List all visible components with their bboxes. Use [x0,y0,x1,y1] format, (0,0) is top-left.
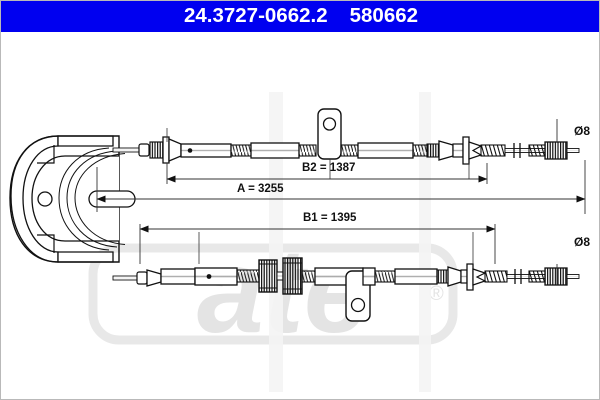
upper-end-nipple [544,141,580,160]
dimension-label-b2: B2 = 1387 [302,162,356,174]
adjuster-nut-1 [258,259,278,293]
part-number: 24.3727-0662.2 [183,4,328,28]
diameter-callout-upper: Ø8 [574,124,591,138]
header-banner: 24.3727-0662.2 580662 [1,1,599,32]
lower-cable [112,257,580,322]
upper-cable [112,108,580,165]
svg-text:®: ® [429,283,444,305]
dimension-lines [96,119,586,285]
reference-number: 580662 [349,4,419,28]
technical-drawing: ate ® [1,32,599,399]
dimension-label-b1: B1 = 1395 [303,212,357,224]
upper-mounting-tab [317,108,342,160]
adjuster-nut-2 [282,257,303,295]
lower-end-nipple [544,267,580,286]
dimension-label-a: A = 3255 [237,183,284,195]
diameter-callout-lower: Ø8 [574,235,591,249]
